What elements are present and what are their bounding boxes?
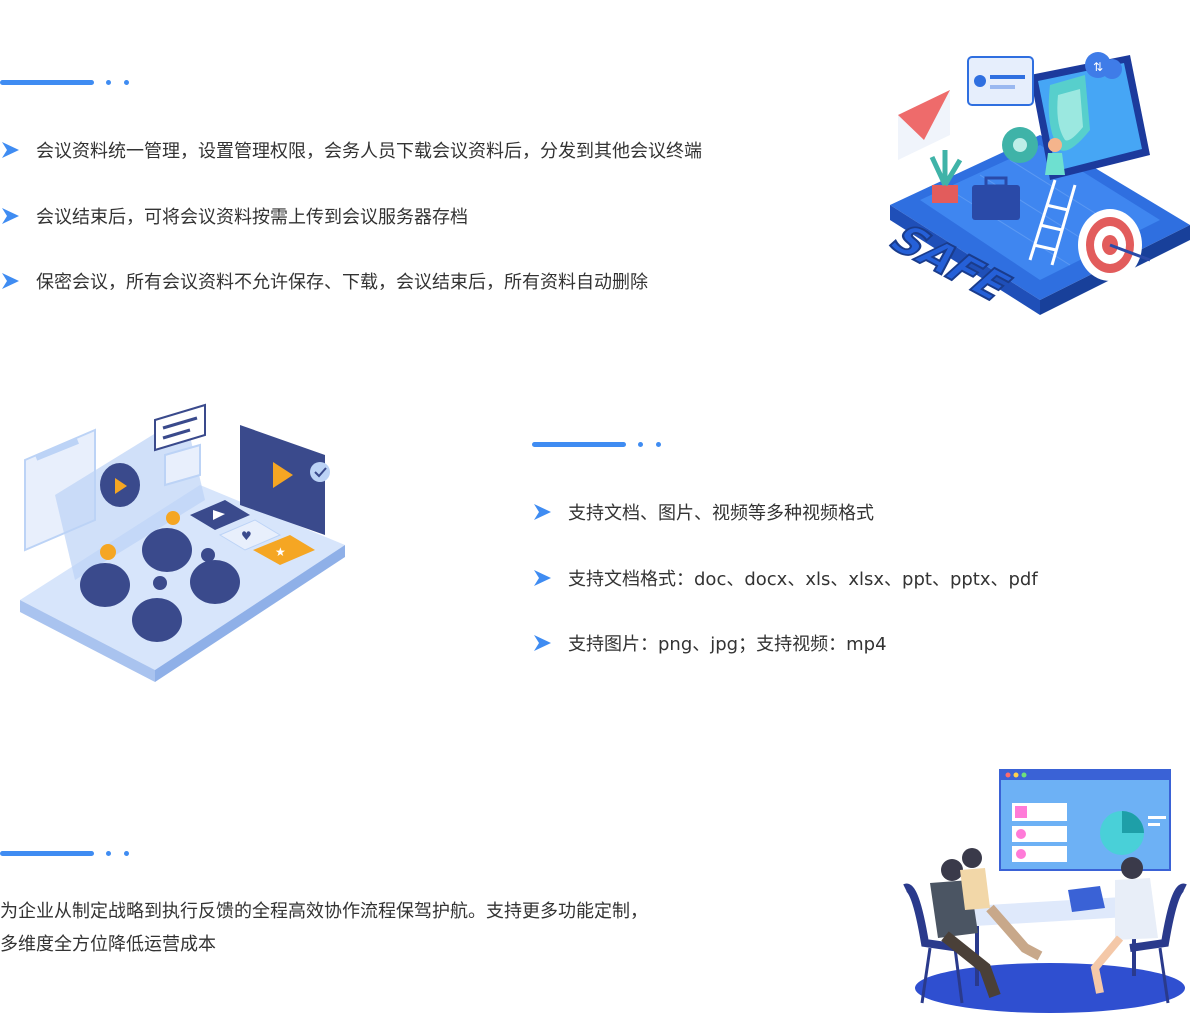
feature-text: 会议资料统一管理，设置管理权限，会务人员下载会议资料后，分发到其他会议终端: [36, 141, 702, 162]
decoration-dot: [638, 442, 643, 447]
security-illustration: ⇅ SAFE: [880, 52, 1190, 315]
feature-item: 保密会议，所有会议资料不允许保存、下载，会议结束后，所有资料自动删除: [0, 269, 648, 293]
feature-text: 会议结束后，可将会议资料按需上传到会议服务器存档: [36, 207, 468, 228]
arrow-icon: [2, 208, 19, 224]
paragraph-line: 多维度全方位降低运营成本: [0, 934, 216, 955]
collaboration-illustration: [903, 769, 1187, 1013]
decoration-bar: [0, 851, 94, 856]
decoration-dot: [656, 442, 661, 447]
svg-text:⇅: ⇅: [1093, 60, 1103, 74]
feature-item: 支持文档、图片、视频等多种视频格式: [532, 500, 874, 524]
decoration-dot: [106, 851, 111, 856]
feature-item: 会议资料统一管理，设置管理权限，会务人员下载会议资料后，分发到其他会议终端: [0, 138, 702, 162]
decoration-dot: [124, 851, 129, 856]
arrow-icon: [2, 273, 19, 289]
feature-item: 会议结束后，可将会议资料按需上传到会议服务器存档: [0, 204, 468, 228]
decoration-bar: [532, 442, 626, 447]
feature-text: 保密会议，所有会议资料不允许保存、下载，会议结束后，所有资料自动删除: [36, 272, 648, 293]
decoration-bar: [0, 80, 94, 85]
arrow-icon: [534, 635, 551, 651]
section3-decoration: [0, 850, 130, 858]
feature-text: 支持文档、图片、视频等多种视频格式: [568, 503, 874, 524]
arrow-icon: [534, 570, 551, 586]
feature-item: 支持图片：png、jpg；支持视频：mp4: [532, 631, 887, 655]
svg-text:★: ★: [275, 545, 286, 559]
arrow-icon: [534, 504, 551, 520]
section1-decoration: [0, 79, 130, 87]
feature-item: 支持文档格式：doc、docx、xls、xlsx、ppt、pptx、pdf: [532, 566, 1038, 590]
feature-text: 支持文档格式：doc、docx、xls、xlsx、ppt、pptx、pdf: [568, 569, 1038, 590]
description-paragraph: 为企业从制定战略到执行反馈的全程高效协作流程保驾护航。支持更多功能定制， 多维度…: [0, 895, 648, 961]
arrow-icon: [2, 142, 19, 158]
meeting-files-illustration: ♥ ★: [20, 403, 345, 682]
paragraph-line: 为企业从制定战略到执行反馈的全程高效协作流程保驾护航。支持更多功能定制，: [0, 901, 648, 922]
section2-decoration: [532, 441, 662, 449]
decoration-dot: [106, 80, 111, 85]
feature-text: 支持图片：png、jpg；支持视频：mp4: [568, 634, 887, 655]
decoration-dot: [124, 80, 129, 85]
svg-text:♥: ♥: [241, 529, 252, 543]
